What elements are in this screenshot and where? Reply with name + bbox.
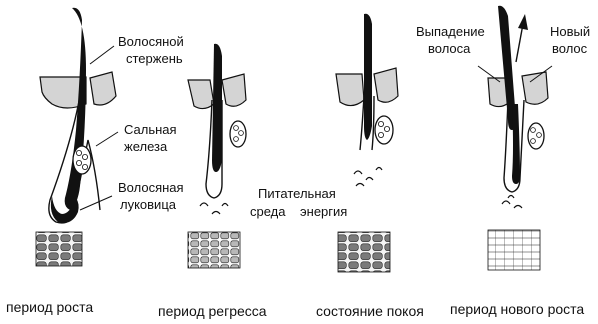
label-energy: энергия [300,204,347,219]
panel-regress [188,44,246,268]
hair-shaft [212,44,222,172]
tissue-block [36,232,82,266]
skin-surface [374,68,398,102]
hair-shaft [65,8,86,210]
label-hair-loss-line1: Выпадение [416,24,485,39]
label-nutrient-line1: Питательная [258,186,336,201]
growth-arrow [516,24,523,62]
panel-rest [336,14,398,272]
new-hair [512,104,520,184]
tissue-block [338,232,390,272]
label-bulb-line1: Волосяная [118,180,184,195]
skin-surface [222,74,246,106]
skin-surface [90,72,116,105]
hair-shaft [364,14,372,140]
label-new-hair-line1: Новый [550,24,590,39]
label-bulb-line2: луковица [120,197,177,212]
label-hair-shaft-line1: Волосяной [118,34,184,49]
label-new-hair-line2: волос [552,41,588,56]
skin-surface [188,80,214,109]
arrow-head-icon [518,14,528,30]
labels: Волосяной стержень Сальная железа Волося… [118,24,590,219]
label-nutrient-line2: среда [250,204,286,219]
label-hair-loss-line2: волоса [428,41,471,56]
skin-surface [336,74,364,106]
captions: период роста период регресса состояние п… [6,299,584,319]
tissue-block [488,230,540,270]
tissue-block [188,232,240,268]
skin-surface [522,72,548,104]
caption-rest: состояние покоя [316,303,424,319]
label-hair-shaft-line2: стержень [126,51,183,66]
caption-growth: период роста [6,299,93,315]
label-sebaceous-line1: Сальная [124,122,177,137]
caption-new-growth: период нового роста [450,301,584,317]
panel-growth [36,8,118,266]
sebaceous-gland [375,116,393,144]
label-sebaceous-line2: железа [124,139,168,154]
panel-new-growth [478,6,552,270]
caption-regress: период регресса [158,303,267,319]
sebaceous-gland [73,146,91,174]
